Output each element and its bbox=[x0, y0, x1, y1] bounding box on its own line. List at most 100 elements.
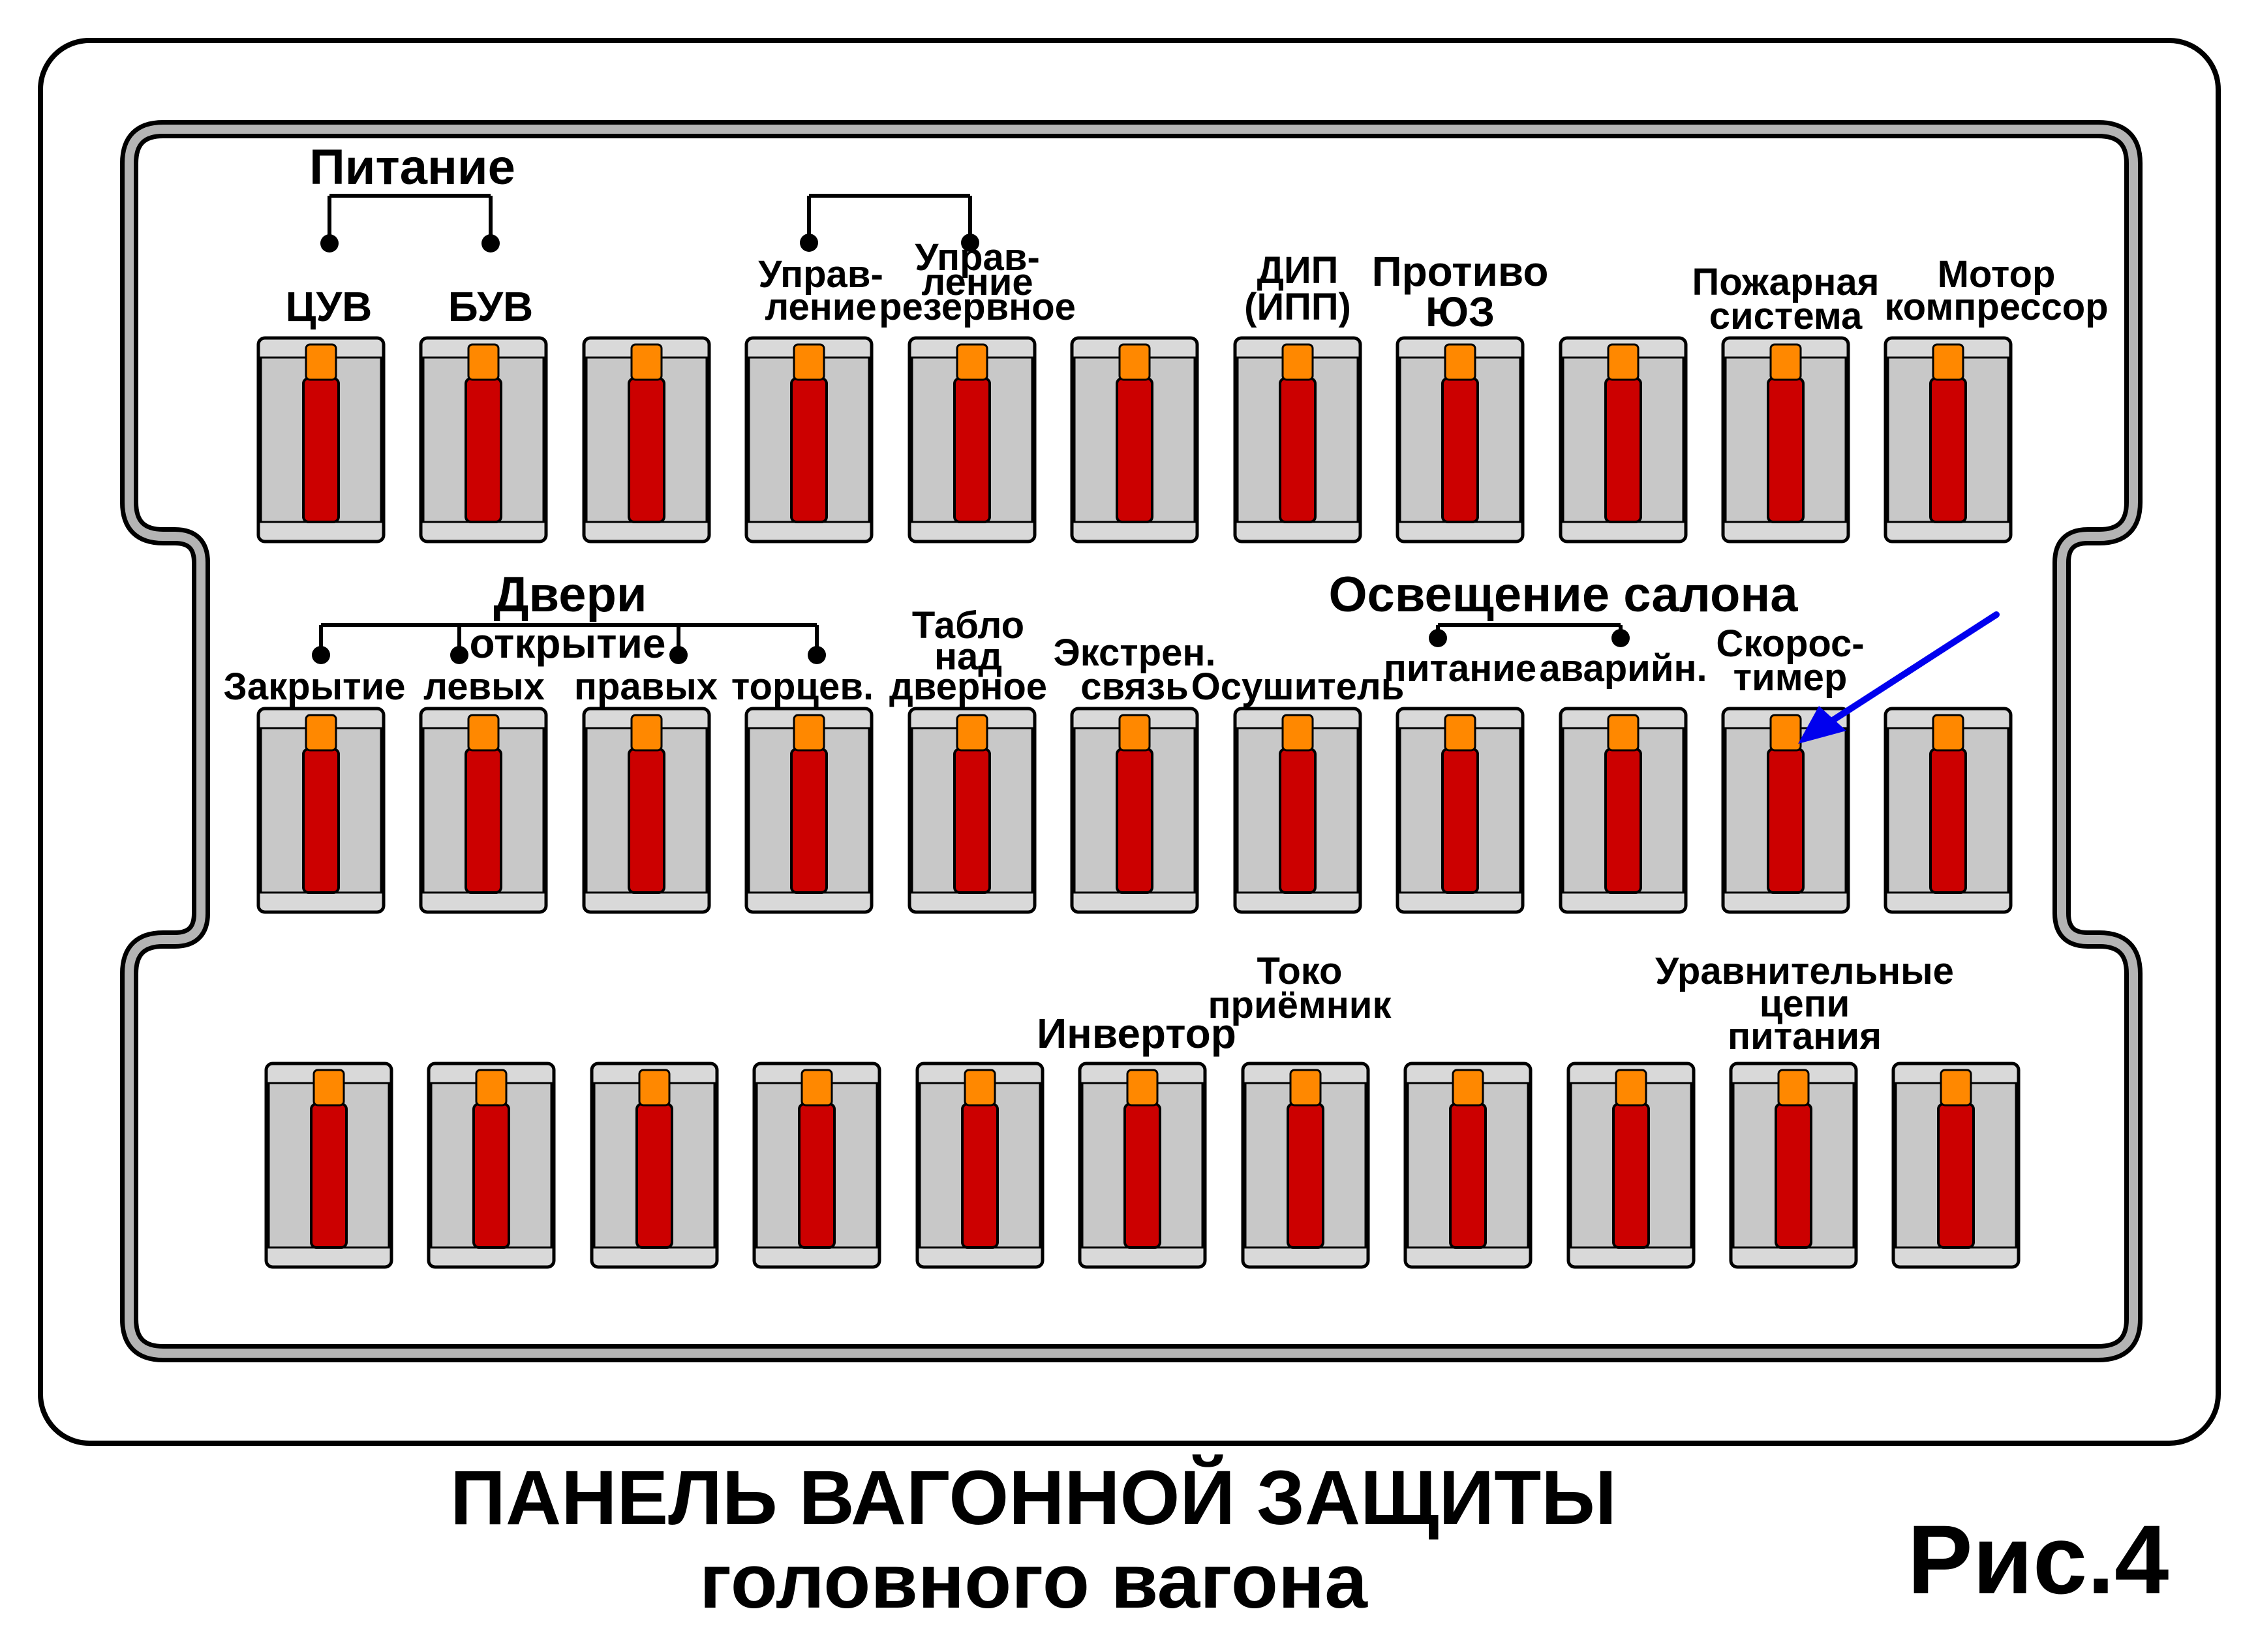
breaker-label-r1-c10-line1: Пожарная bbox=[1692, 261, 1880, 303]
circuit-breaker-r1-c8[interactable] bbox=[1396, 336, 1525, 543]
pointer-arrow-shaft bbox=[1827, 611, 2000, 725]
circuit-breaker-r1-c5[interactable] bbox=[908, 336, 1037, 543]
circuit-breaker-r3-c4[interactable] bbox=[752, 1062, 881, 1269]
breaker-lever[interactable] bbox=[1604, 377, 1642, 523]
circuit-breaker-r2-c3[interactable] bbox=[582, 707, 711, 914]
breaker-lever[interactable] bbox=[1767, 377, 1805, 523]
bracket-dot bbox=[800, 234, 818, 252]
circuit-breaker-r2-c1[interactable] bbox=[256, 707, 386, 914]
circuit-breaker-r2-c4[interactable] bbox=[744, 707, 874, 914]
breaker-lever-tip bbox=[1281, 343, 1314, 381]
circuit-breaker-r3-c11[interactable] bbox=[1891, 1062, 2021, 1269]
breaker-lever[interactable] bbox=[953, 748, 991, 894]
inner-frame-highlight bbox=[125, 125, 2138, 1358]
breaker-lever[interactable] bbox=[1123, 1103, 1161, 1249]
circuit-breaker-r3-c9[interactable] bbox=[1566, 1062, 1696, 1269]
breaker-lever[interactable] bbox=[1767, 748, 1805, 894]
group-title-osveshchenie: Освещение салона bbox=[1328, 567, 1798, 622]
circuit-breaker-r1-c4[interactable] bbox=[744, 336, 874, 543]
breaker-lever[interactable] bbox=[1116, 377, 1153, 523]
circuit-breaker-r2-c6[interactable] bbox=[1070, 707, 1199, 914]
breaker-label-r3-c7-line2: приёмник bbox=[1208, 984, 1392, 1026]
breaker-lever[interactable] bbox=[1937, 1103, 1975, 1249]
circuit-breaker-r3-c1[interactable] bbox=[264, 1062, 393, 1269]
breaker-lever[interactable] bbox=[953, 377, 991, 523]
breaker-lever[interactable] bbox=[472, 1103, 510, 1249]
breaker-lever-tip bbox=[305, 714, 337, 752]
breaker-lever[interactable] bbox=[798, 1103, 836, 1249]
breaker-lever[interactable] bbox=[310, 1103, 348, 1249]
group-title-dveri: Двери bbox=[493, 567, 647, 622]
circuit-breaker-r2-c10[interactable] bbox=[1721, 707, 1850, 914]
pointer-arrow bbox=[1798, 611, 2000, 744]
breaker-label-r2-c9-line1: аварийн. bbox=[1539, 647, 1707, 690]
circuit-breaker-r2-c7[interactable] bbox=[1233, 707, 1362, 914]
breaker-lever[interactable] bbox=[1929, 748, 1967, 894]
breaker-lever[interactable] bbox=[1929, 377, 1967, 523]
circuit-breaker-r1-c7[interactable] bbox=[1233, 336, 1362, 543]
breaker-label-r1-c10-line2: система bbox=[1709, 295, 1863, 337]
breaker-lever-tip bbox=[1769, 343, 1802, 381]
circuit-breaker-r3-c3[interactable] bbox=[590, 1062, 719, 1269]
breaker-lever[interactable] bbox=[961, 1103, 999, 1249]
breaker-lever[interactable] bbox=[1604, 748, 1642, 894]
circuit-breaker-r3-c5[interactable] bbox=[915, 1062, 1045, 1269]
breaker-lever[interactable] bbox=[302, 377, 340, 523]
breaker-lever-tip bbox=[1607, 714, 1640, 752]
breaker-lever[interactable] bbox=[1441, 377, 1479, 523]
circuit-breaker-r1-c1[interactable] bbox=[256, 336, 386, 543]
breaker-lever[interactable] bbox=[465, 748, 502, 894]
breaker-lever-tip bbox=[1940, 1069, 1972, 1107]
bracket-dot bbox=[669, 646, 688, 664]
breaker-label-r2-c2-line1: левых bbox=[423, 665, 545, 708]
circuit-breaker-r3-c2[interactable] bbox=[427, 1062, 556, 1269]
circuit-breaker-r1-c11[interactable] bbox=[1884, 336, 2013, 543]
circuit-breaker-r1-c6[interactable] bbox=[1070, 336, 1199, 543]
breaker-lever-tip bbox=[467, 343, 500, 381]
circuit-breaker-r2-c9[interactable] bbox=[1559, 707, 1688, 914]
circuit-breaker-r2-c2[interactable] bbox=[419, 707, 548, 914]
breaker-lever[interactable] bbox=[1449, 1103, 1487, 1249]
bracket-dveri bbox=[312, 623, 826, 664]
breaker-lever[interactable] bbox=[1279, 748, 1317, 894]
caption-subtitle: головного вагона bbox=[699, 1538, 1368, 1625]
breaker-label-r3-c10-line1: Уравнительные bbox=[1655, 950, 1954, 992]
breaker-label-r2-c5-line3: дверное bbox=[889, 665, 1047, 708]
breaker-lever[interactable] bbox=[628, 748, 665, 894]
circuit-breaker-r1-c9[interactable] bbox=[1559, 336, 1688, 543]
breaker-label-r1-c4-line2: ление bbox=[765, 286, 876, 328]
circuit-breaker-r3-c10[interactable] bbox=[1729, 1062, 1858, 1269]
breaker-label-r1-c11-line2: компрессор bbox=[1884, 286, 2108, 328]
circuit-breaker-r3-c7[interactable] bbox=[1241, 1062, 1370, 1269]
breaker-lever[interactable] bbox=[790, 377, 828, 523]
breaker-lever-tip bbox=[1769, 714, 1802, 752]
breaker-lever-tip bbox=[1615, 1069, 1647, 1107]
circuit-breaker-r2-c8[interactable] bbox=[1396, 707, 1525, 914]
circuit-breaker-r1-c3[interactable] bbox=[582, 336, 711, 543]
bracket-dot bbox=[481, 234, 500, 252]
breaker-label-r2-c4-line1: торцев. bbox=[731, 665, 874, 708]
breaker-lever[interactable] bbox=[628, 377, 665, 523]
circuit-breaker-r1-c2[interactable] bbox=[419, 336, 548, 543]
breaker-lever[interactable] bbox=[1116, 748, 1153, 894]
circuit-breaker-r3-c6[interactable] bbox=[1078, 1062, 1207, 1269]
breaker-label-r1-c5-line3: резервное bbox=[879, 286, 1076, 328]
breaker-lever[interactable] bbox=[465, 377, 502, 523]
breaker-lever[interactable] bbox=[302, 748, 340, 894]
circuit-breaker-r1-c10[interactable] bbox=[1721, 336, 1850, 543]
breaker-lever[interactable] bbox=[1279, 377, 1317, 523]
bracket-pitanie bbox=[320, 194, 500, 252]
circuit-breaker-r2-c5[interactable] bbox=[908, 707, 1037, 914]
bracket-upravlenie bbox=[800, 194, 979, 252]
breaker-lever[interactable] bbox=[1287, 1103, 1324, 1249]
bracket-dot bbox=[1611, 629, 1630, 647]
circuit-breaker-r2-c11[interactable] bbox=[1884, 707, 2013, 914]
breaker-lever[interactable] bbox=[1612, 1103, 1650, 1249]
breaker-lever[interactable] bbox=[790, 748, 828, 894]
breaker-lever[interactable] bbox=[1441, 748, 1479, 894]
breaker-lever[interactable] bbox=[635, 1103, 673, 1249]
breaker-label-r1-c2-line1: БУВ bbox=[448, 283, 533, 330]
breaker-lever[interactable] bbox=[1775, 1103, 1812, 1249]
circuit-breaker-r3-c8[interactable] bbox=[1403, 1062, 1533, 1269]
